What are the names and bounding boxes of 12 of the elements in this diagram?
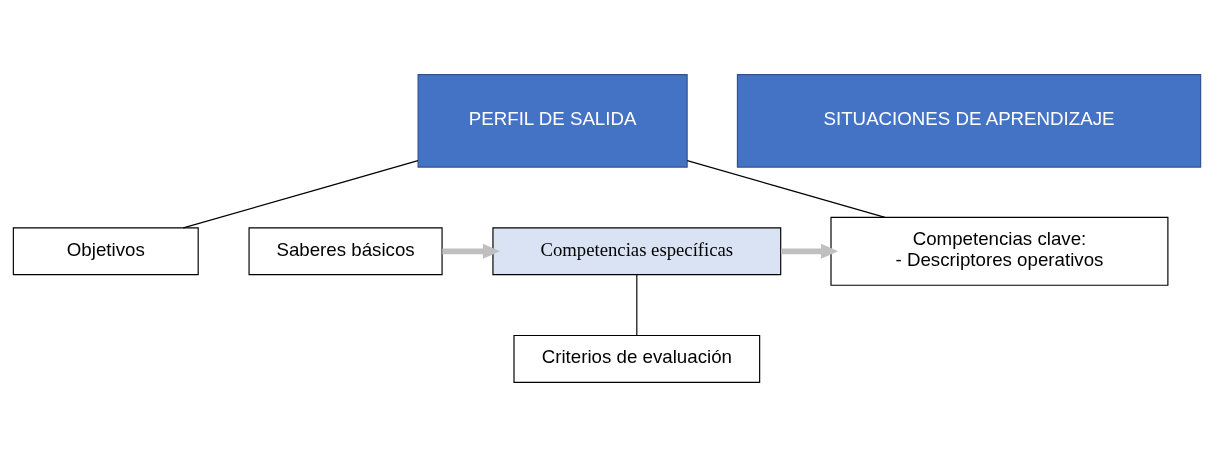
node-box: Criterios de evaluación	[513, 334, 761, 383]
connector	[636, 274, 638, 337]
node-box: PERFIL DE SALIDA	[417, 74, 688, 168]
connector	[686, 160, 886, 218]
arrow	[780, 243, 839, 259]
node-box: Competencias clave: - Descriptores operativos	[830, 216, 1169, 286]
node-box: Objetivos	[12, 227, 199, 276]
node-box: Saberes básicos	[248, 227, 443, 276]
node-box: Competencias específicas	[492, 227, 782, 276]
arrow	[442, 243, 501, 259]
node-box: SITUACIONES DE APRENDIZAJE	[736, 74, 1202, 168]
connector	[182, 160, 419, 229]
